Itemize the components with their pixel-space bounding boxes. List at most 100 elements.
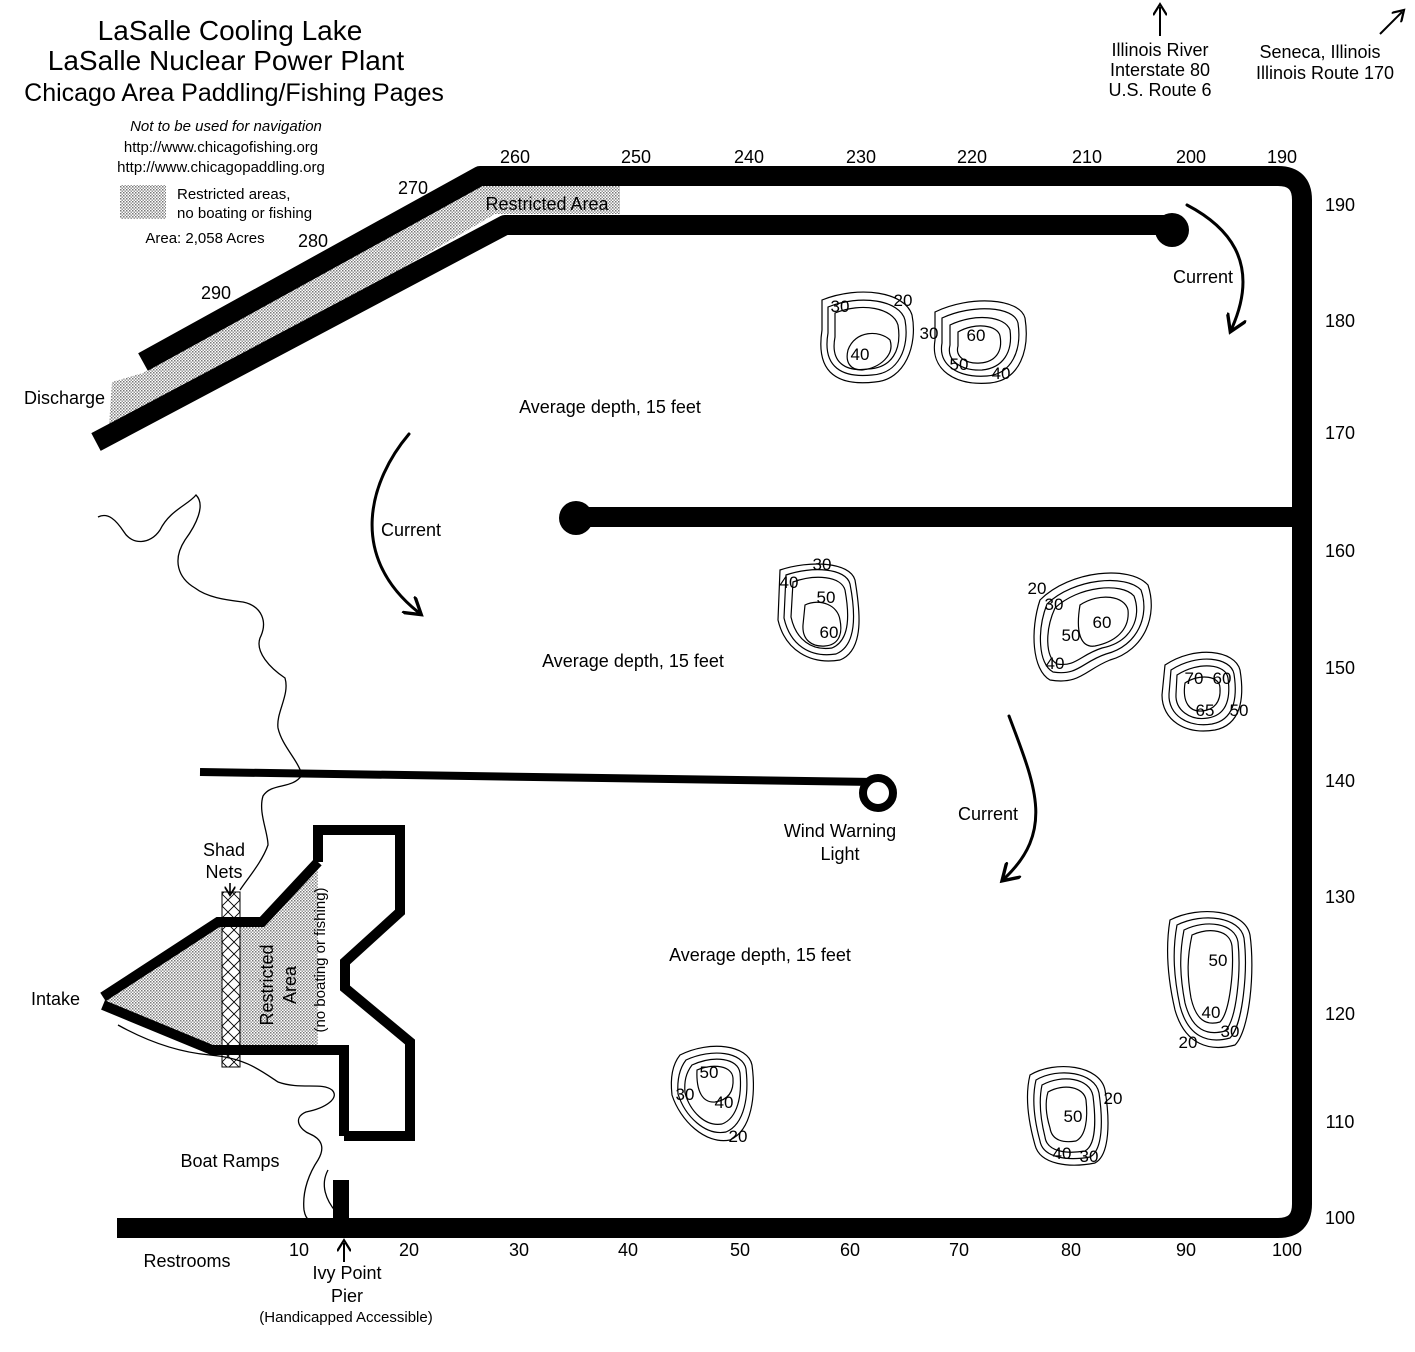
grid-top-220: 220 [957,147,987,167]
title-line-2: LaSalle Nuclear Power Plant [48,45,405,76]
depth-label: 40 [780,573,799,592]
restricted-vertical-label-2: Area [280,965,300,1004]
intake-wall-south [101,1000,349,1136]
north-line-3: U.S. Route 6 [1108,80,1211,100]
depth-label: 40 [1202,1003,1221,1022]
legend-restricted-swatch [120,185,166,219]
current-arrow-icon-3 [1005,714,1038,878]
grid-top-190: 190 [1267,147,1297,167]
grid-right-130: 130 [1325,887,1355,907]
grid-right-170: 170 [1325,423,1355,443]
grid-right-140: 140 [1325,771,1355,791]
grid-bottom-100: 100 [1272,1240,1302,1260]
restrooms-label: Restrooms [143,1251,230,1271]
intake-basin [313,825,415,1141]
current-label-3: Current [958,804,1018,824]
current-arrow-icon-2 [370,432,418,612]
north-dike-outer [117,166,1312,1238]
grid-top-240: 240 [734,147,764,167]
grid-top-210: 210 [1072,147,1102,167]
grid-right-190: 190 [1325,195,1355,215]
depth-label: 30 [813,555,832,574]
depth-label: 50 [700,1063,719,1082]
northeast-arrow-icon [1379,12,1402,35]
depth-label: 60 [1213,669,1232,688]
depth-feature-2: 30 60 50 40 [920,300,1027,384]
depth-label: 30 [831,297,850,316]
legend-area: Area: 2,058 Acres [145,230,264,247]
grid-diag-290: 290 [201,283,231,303]
depth-label: 60 [820,623,839,642]
url-paddling: http://www.chicagopaddling.org [117,159,325,176]
grid-top-200: 200 [1176,147,1206,167]
shad-nets-label-2: Nets [205,862,242,882]
depth-label: 50 [1230,701,1249,720]
depth-label: 20 [1104,1089,1123,1108]
north-line-1: Illinois River [1111,40,1208,60]
grid-bottom-60: 60 [840,1240,860,1260]
grid-bottom-70: 70 [949,1240,969,1260]
grid-bottom-80: 80 [1061,1240,1081,1260]
south-dike [199,768,876,786]
northeast-line-1: Seneca, Illinois [1259,42,1380,62]
grid-right-160: 160 [1325,541,1355,561]
discharge-restricted-area [108,178,620,440]
grid-right-120: 120 [1325,1004,1355,1024]
title-line-3: Chicago Area Paddling/Fishing Pages [24,79,444,107]
depth-label: 30 [1080,1147,1099,1166]
discharge-label: Discharge [24,388,105,408]
depth-label: 40 [1046,654,1065,673]
current-label-1: Current [1173,267,1233,287]
depth-label: 30 [676,1085,695,1104]
intake-label: Intake [31,989,80,1009]
grid-bottom-40: 40 [618,1240,638,1260]
depth-label: 20 [729,1127,748,1146]
depth-feature-3: 30 40 50 60 [777,555,860,662]
intake-restricted-area [103,862,318,1050]
depth-label: 30 [920,324,939,343]
disclaimer: Not to be used for navigation [130,118,322,135]
wind-warning-label-2: Light [820,844,859,864]
restricted-area-label: Restricted Area [485,194,609,214]
depth-feature-1: 30 20 40 [820,291,914,384]
depth-label: 60 [967,326,986,345]
grid-bottom-20: 20 [399,1240,419,1260]
grid-top-230: 230 [846,147,876,167]
grid-bottom-90: 90 [1176,1240,1196,1260]
shad-nets-label-1: Shad [203,840,245,860]
accessible-label: (Handicapped Accessible) [259,1309,432,1326]
pier [333,1180,349,1230]
depth-label: 30 [1045,595,1064,614]
grid-bottom-30: 30 [509,1240,529,1260]
depth-label: 20 [1179,1033,1198,1052]
average-depth-label-1: Average depth, 15 feet [519,397,701,417]
average-depth-label-3: Average depth, 15 feet [669,945,851,965]
wind-warning-light [859,774,897,812]
grid-right-180: 180 [1325,311,1355,331]
depth-feature-6: 50 40 30 20 [1166,910,1253,1052]
dike-end-middle [559,501,593,535]
grid-right-150: 150 [1325,658,1355,678]
depth-label: 40 [1053,1144,1072,1163]
pier-label-1: Ivy Point [312,1263,381,1283]
depth-feature-5: 70 60 65 50 [1161,651,1249,732]
north-line-2: Interstate 80 [1110,60,1210,80]
grid-right-100: 100 [1325,1208,1355,1228]
grid-diag-270: 270 [398,178,428,198]
legend-restricted-line-1: Restricted areas, [177,186,290,203]
depth-label: 50 [1209,951,1228,970]
grid-diag-280: 280 [298,231,328,251]
average-depth-label-2: Average depth, 15 feet [542,651,724,671]
depth-label: 20 [894,291,913,310]
current-label-2: Current [381,520,441,540]
depth-feature-4: 20 30 60 50 40 [1028,572,1152,682]
depth-label: 50 [1062,626,1081,645]
depth-label: 70 [1185,669,1204,688]
depth-feature-8: 50 20 40 30 [1026,1066,1123,1166]
shoreline-south [117,1024,335,1223]
shoreline-west [97,494,303,891]
legend-restricted-line-2: no boating or fishing [177,205,312,222]
north-dike-inner [91,215,1170,451]
restricted-vertical-label-1: Restricted [257,944,277,1025]
